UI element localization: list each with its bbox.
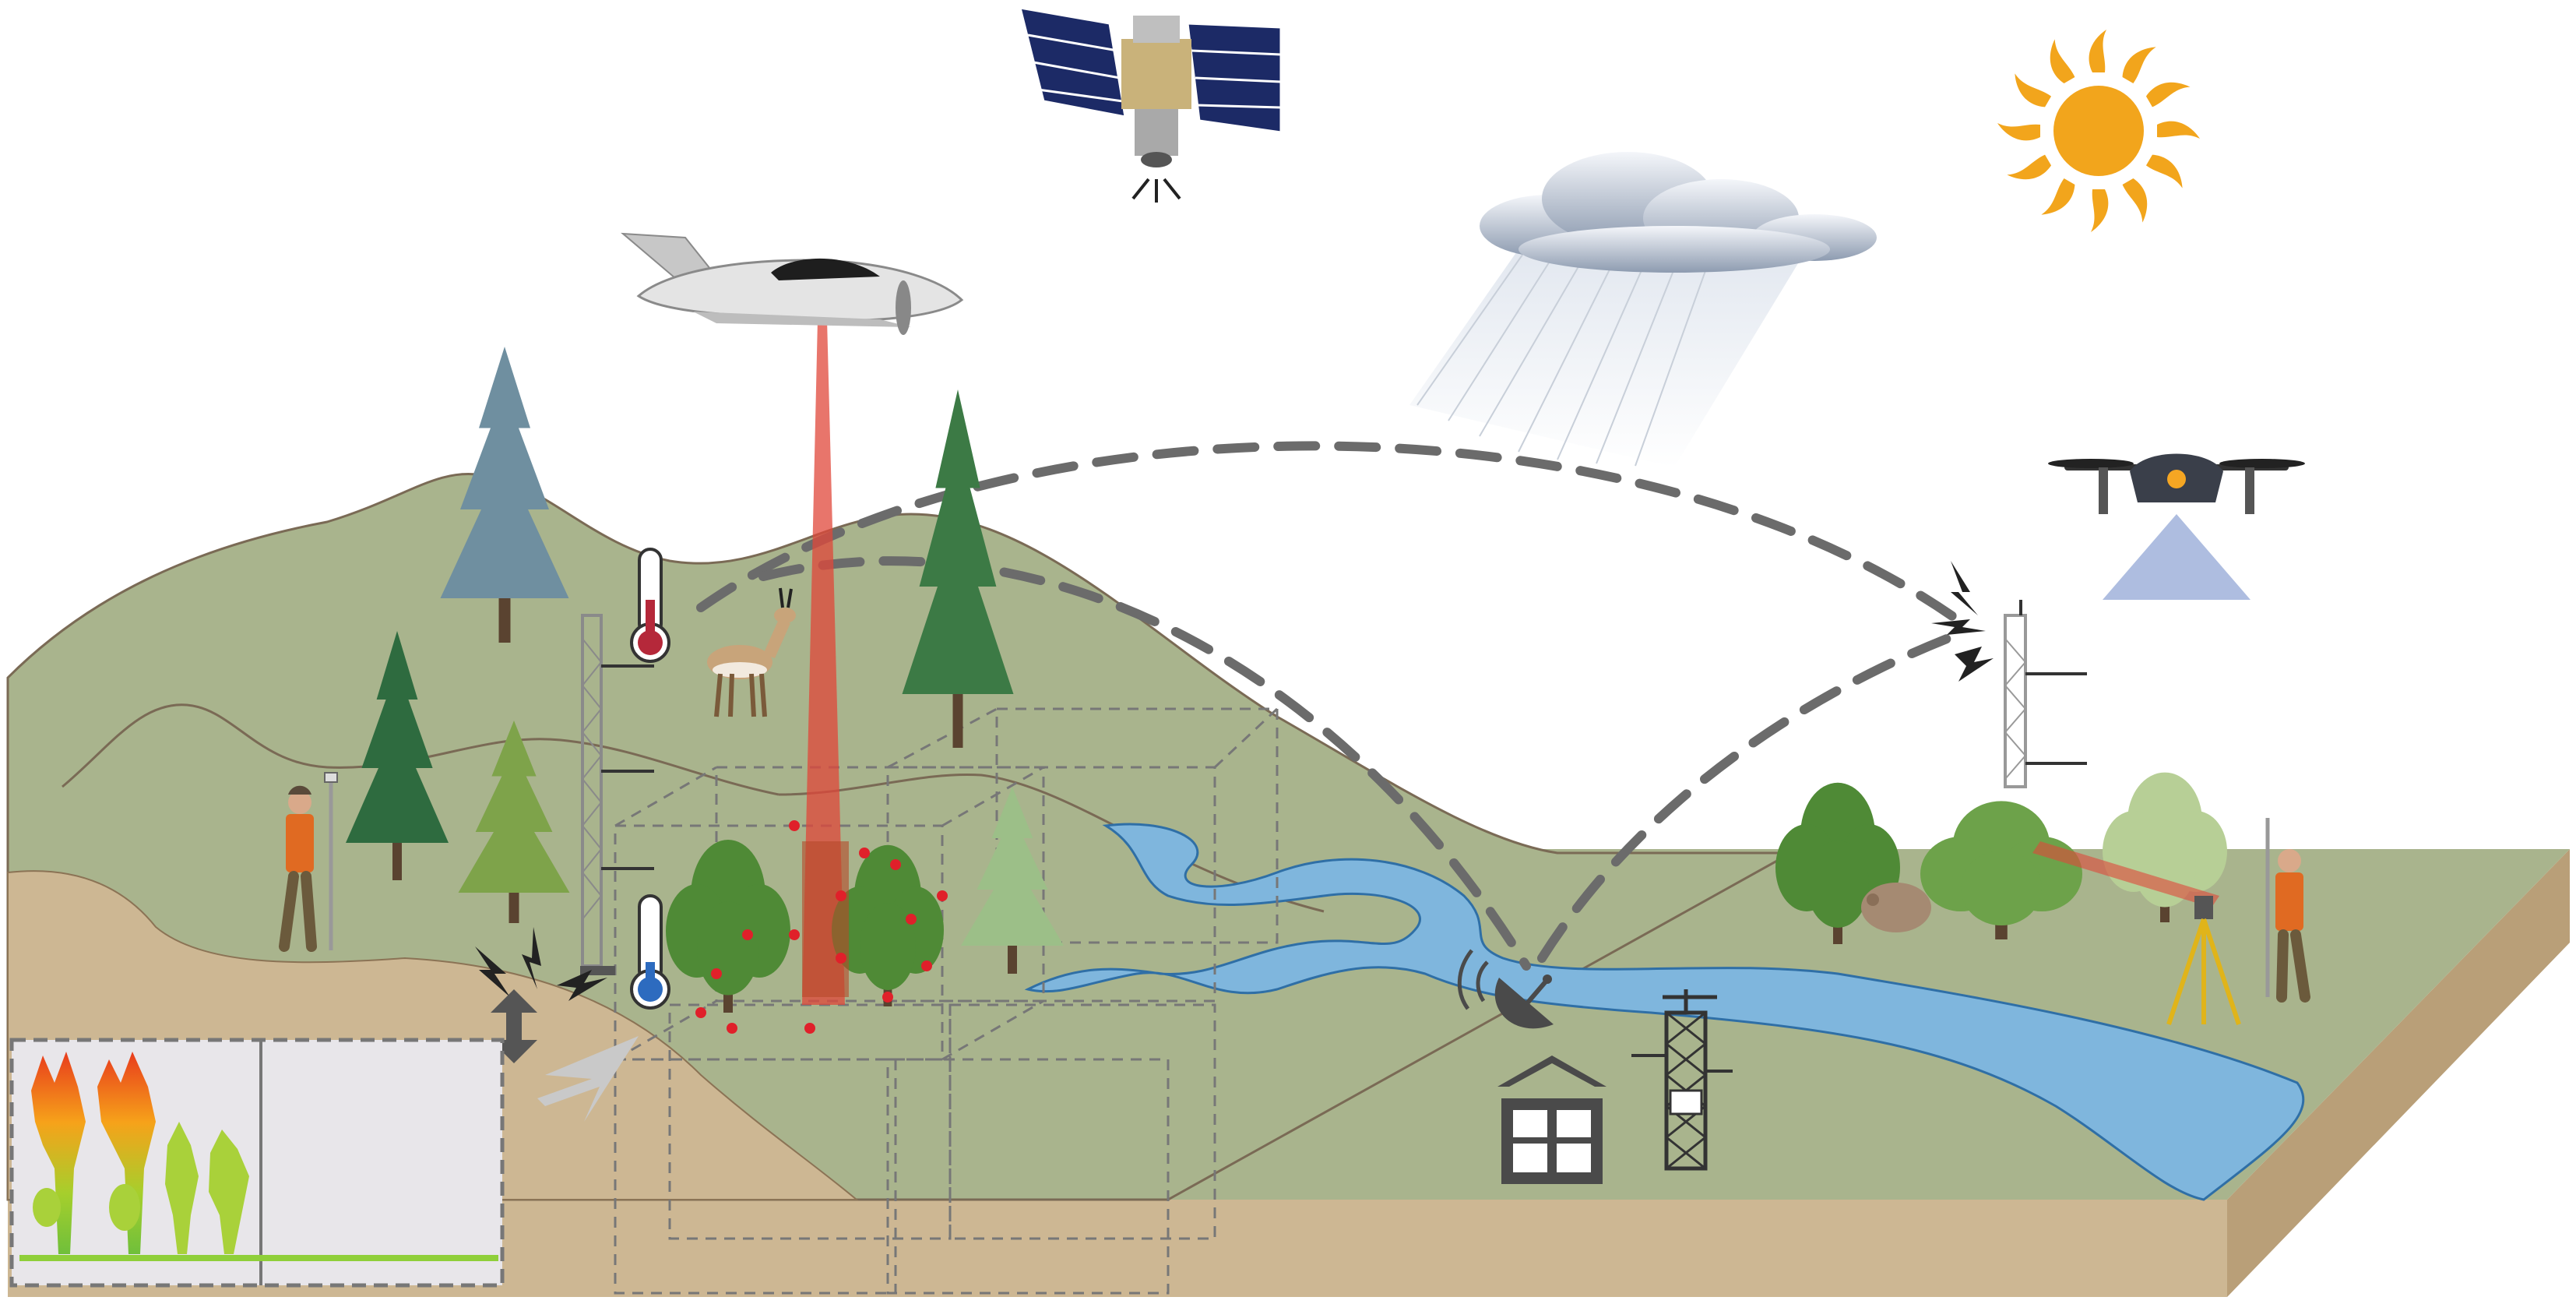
drone-sensor-cone [2103,514,2250,600]
lidar-highlight-tree [802,841,849,997]
link-arc-station [1537,634,1951,963]
link-arc-inner [758,556,1531,971]
lightning-icon [475,561,1994,1001]
satellite-icon [1018,6,1283,203]
point-cloud-panel [9,1038,505,1288]
pointer-arrow [537,1036,639,1122]
tree-group-hill [346,347,1064,1013]
sensor-tower-icon [580,614,654,975]
drone-icon [2048,453,2305,600]
tripod-scanner-icon [2166,896,2241,1025]
tree-group-valley [1775,772,2227,944]
ridge-line-2 [778,773,1325,913]
surveyor-icon [279,772,338,952]
airplane-icon [621,232,964,335]
surveyor-icon-right [2265,818,2310,1003]
ridge-line [62,703,779,796]
satellite-dish-icon [1457,949,1554,1029]
data-links [696,441,1967,971]
scanner-beam [2032,841,2219,908]
link-arc-outer [696,441,1967,628]
observation-dots [695,820,948,1034]
rain-cloud-icon [1409,152,1877,467]
sensor-tower-icon-right [2004,600,2087,788]
pronghorn-icon [707,587,796,717]
lidar-beam [802,319,845,1005]
sun-icon [1997,30,2200,232]
thermometer-warm-icon [630,548,670,663]
pika-icon [1861,883,1931,932]
soil-side [2227,849,2570,1297]
building-icon [1497,1056,1606,1184]
weather-station-icon [1631,989,1733,1171]
voxel-grid [614,707,1279,1295]
thermometer-cold-icon [630,894,670,1010]
